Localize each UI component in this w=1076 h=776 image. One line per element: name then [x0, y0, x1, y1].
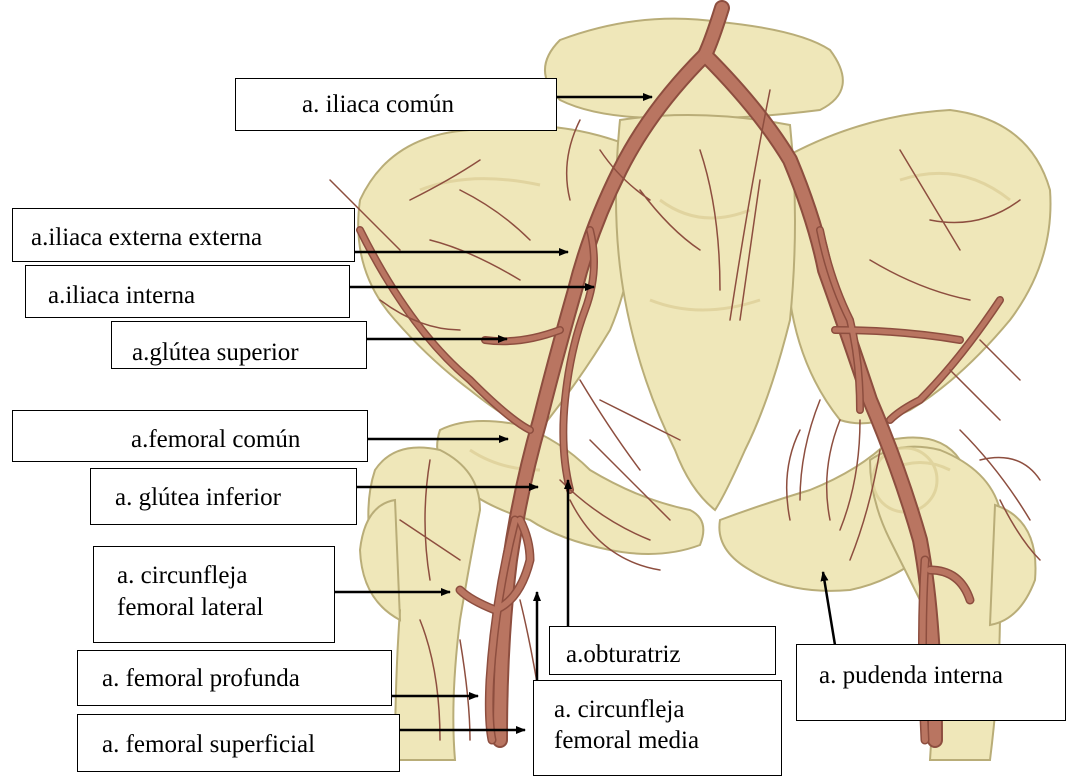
label-iliaca-interna-text: a.iliaca interna: [26, 266, 349, 311]
label-circunfleja-lateral: a. circunfleja femoral lateral: [93, 546, 335, 643]
label-pudenda-interna-text: a. pudenda interna: [797, 645, 1065, 691]
sacrum: [616, 115, 795, 510]
label-iliaca-externa-text: a.iliaca externa externa: [13, 209, 354, 253]
label-circunfleja-lateral-line1: a. circunfleja: [94, 547, 334, 591]
label-glutea-superior-text: a.glútea superior: [112, 322, 366, 368]
label-obturatriz-text: a.obturatriz: [550, 627, 775, 670]
label-circunfleja-media: a. circunfleja femoral media: [533, 680, 782, 776]
label-glutea-inferior-text: a. glútea inferior: [91, 469, 356, 513]
label-femoral-superficial: a. femoral superficial: [77, 714, 400, 772]
label-iliaca-interna: a.iliaca interna: [25, 265, 350, 318]
left-ilium: [358, 126, 640, 431]
label-femoral-superficial-text: a. femoral superficial: [78, 715, 399, 760]
label-circunfleja-lateral-line2: femoral lateral: [94, 591, 334, 623]
label-obturatriz: a.obturatriz: [549, 626, 776, 675]
label-femoral-comun-text: a.femoral común: [13, 411, 367, 455]
label-pudenda-interna: a. pudenda interna: [796, 644, 1066, 721]
label-glutea-superior: a.glútea superior: [111, 321, 367, 369]
label-iliaca-comun-text: a. iliaca común: [236, 79, 556, 120]
label-iliaca-comun: a. iliaca común: [235, 78, 557, 131]
left-trochanter: [360, 500, 400, 620]
label-glutea-inferior: a. glútea inferior: [90, 468, 357, 525]
label-femoral-comun: a.femoral común: [12, 410, 368, 462]
label-femoral-profunda-text: a. femoral profunda: [78, 651, 391, 694]
label-iliaca-externa: a.iliaca externa externa: [12, 208, 355, 262]
label-femoral-profunda: a. femoral profunda: [77, 650, 392, 706]
label-circunfleja-media-line2: femoral media: [534, 725, 781, 756]
label-circunfleja-media-line1: a. circunfleja: [534, 681, 781, 725]
